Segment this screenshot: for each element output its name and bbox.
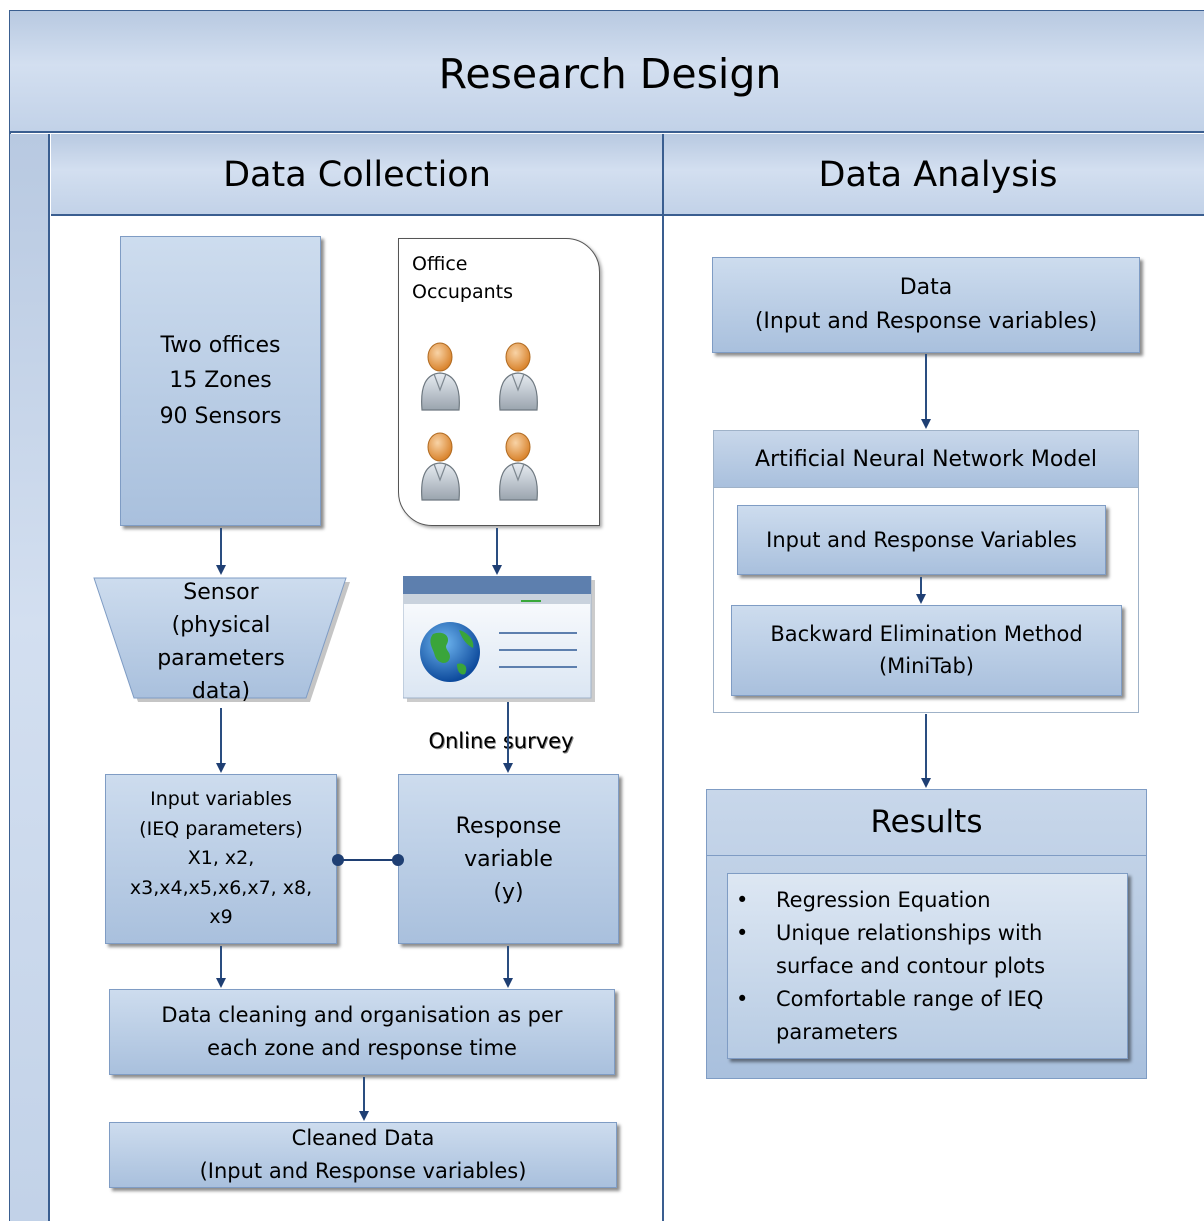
online-survey-label: Online survey <box>428 729 574 753</box>
occupants-label: Office Occupants <box>412 253 513 303</box>
results-title-divider <box>707 855 1146 856</box>
response-variable-box: Response variable (y) <box>398 774 619 944</box>
data-cleaning-box: Data cleaning and organisation as per ea… <box>109 989 615 1075</box>
ann-title: Artificial Neural Network Model <box>714 431 1138 488</box>
results-list-item: •Unique relationships with surface and c… <box>736 921 1046 978</box>
offices-box: Two offices 15 Zones 90 Sensors <box>120 236 321 526</box>
lane-title-analysis: Data Analysis <box>818 155 1058 195</box>
cleaned-data-box: Cleaned Data (Input and Response variabl… <box>109 1122 617 1188</box>
person-icon <box>499 432 538 501</box>
browser-window-icon <box>403 576 595 702</box>
association-connector <box>332 854 404 866</box>
lane-header-analysis <box>663 134 1204 216</box>
results-list-item: •Comfortable range of IEQ parameters <box>736 987 1044 1044</box>
person-icon <box>421 342 460 411</box>
sensor-trapezoid <box>93 577 350 702</box>
lane-header-collection <box>51 134 663 216</box>
person-icon <box>499 342 538 411</box>
results-title: Results <box>870 804 983 840</box>
pool-side-bar <box>10 134 50 1221</box>
input-variables-box: Input variables (IEQ parameters) X1, x2,… <box>105 774 337 944</box>
sensor-label: Sensor (physical parameters data) <box>157 580 285 704</box>
lane-divider <box>662 134 664 1221</box>
lane-title-collection: Data Collection <box>223 155 491 195</box>
page-title: Research Design <box>438 50 782 98</box>
results-list-item: •Regression Equation <box>736 888 991 912</box>
results-list-box: •Regression Equation •Unique relationshi… <box>727 873 1128 1059</box>
title-band <box>10 11 1204 133</box>
ann-input-box: Input and Response Variables <box>737 505 1106 575</box>
person-icon <box>421 432 460 501</box>
ann-backward-box: Backward Elimination Method (MiniTab) <box>731 605 1122 696</box>
analysis-data-box: Data (Input and Response variables) <box>712 257 1140 353</box>
